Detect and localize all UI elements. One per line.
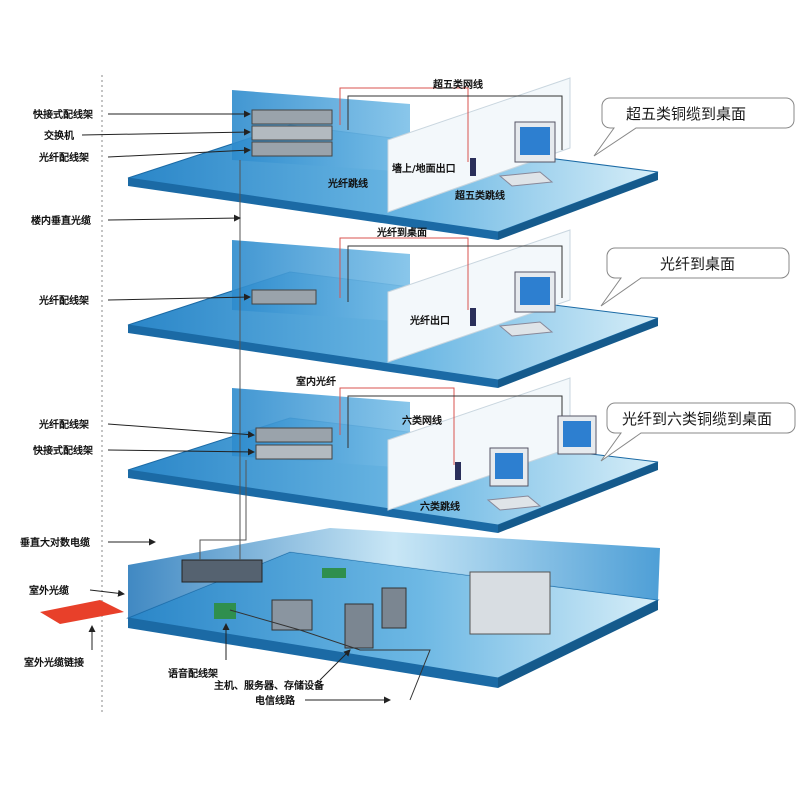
monitor-screen-3b xyxy=(563,421,591,447)
server-rack-3 xyxy=(381,587,407,629)
label-telecom-line: 电信线路 xyxy=(255,694,296,707)
callout-text-fiber-to-desk: 光纤到桌面 xyxy=(660,255,735,273)
switch-device xyxy=(251,125,333,141)
keyboard-device-1 xyxy=(498,171,554,187)
label-fiber-patch-panel-3: 光纤配线架 xyxy=(38,418,89,431)
cat5e-cable-line-1 xyxy=(339,87,469,162)
label-voice-patch-panel: 语音配线架 xyxy=(168,667,218,680)
floor-2-slab-edge xyxy=(128,325,498,388)
floor-2-wall-back xyxy=(232,240,410,322)
quick-patch-panel-device-2 xyxy=(255,444,333,460)
wall-floor-outlet-device-1 xyxy=(470,158,476,176)
storage-cabinet xyxy=(469,571,551,635)
callout-bubble-1 xyxy=(593,97,795,157)
monitor-screen-2 xyxy=(520,277,550,305)
room-floor-edge xyxy=(128,618,498,688)
floor-2 xyxy=(127,229,659,388)
floor-3-slab-edge-right xyxy=(498,462,658,533)
label-quick-patch-panel-1: 快接式配线架 xyxy=(32,108,93,121)
floor-2-partition xyxy=(387,229,571,363)
quick-patch-panel-device-1 xyxy=(251,109,333,125)
floor-3 xyxy=(127,377,659,533)
floor-1-slab-edge xyxy=(128,178,498,240)
label-quick-patch-panel-2: 快接式配线架 xyxy=(32,444,93,457)
room-patch-device xyxy=(181,559,263,583)
monitor-screen-1 xyxy=(520,127,550,155)
label-fiber-outlet: 光纤出口 xyxy=(409,314,450,327)
floor-2-slab-edge-right xyxy=(498,318,658,388)
keyboard-device-3 xyxy=(486,495,542,511)
label-cat6-cable: 六类网线 xyxy=(402,414,442,427)
callout-fiber-to-desk: 光纤到桌面 xyxy=(600,247,790,307)
label-host-server-storage: 主机、服务器、存储设备 xyxy=(214,679,325,692)
label-outdoor-fiber: 室外光缆 xyxy=(29,584,69,597)
room-back-wall xyxy=(128,528,660,618)
equipment-room xyxy=(126,528,660,701)
label-fiber-jumper: 光纤跳线 xyxy=(327,177,368,190)
fiber-patch-panel-device-1 xyxy=(251,141,333,157)
label-fiber-patch-panel-1: 光纤配线架 xyxy=(38,151,89,164)
cat6-outlet-device xyxy=(455,462,461,480)
keyboard-device-2 xyxy=(498,321,554,337)
arrow-building-vertical-fiber xyxy=(107,214,241,222)
label-outdoor-fiber-link: 室外光缆链接 xyxy=(24,656,84,669)
monitor-screen-3a xyxy=(495,453,523,479)
callout-fiber-to-cat6-copper-to-desk: 光纤到六类铜缆到桌面 xyxy=(600,402,796,462)
callout-text-cat5e-copper-to-desk: 超五类铜缆到桌面 xyxy=(626,105,746,123)
arrow-fiber-patch-panel-1 xyxy=(107,146,251,158)
fiber-patch-panel-device-2 xyxy=(251,289,317,305)
callout-cat5e-copper-to-desk: 超五类铜缆到桌面 xyxy=(593,97,795,157)
floor-1-partition xyxy=(387,77,571,213)
arrow-switch xyxy=(81,128,251,136)
arrow-fiber-patch-panel-2 xyxy=(107,293,251,301)
arrow-host-server-storage xyxy=(319,649,351,681)
indoor-fiber-line xyxy=(339,387,455,465)
callout-text-fiber-to-cat6-copper-to-desk: 光纤到六类铜缆到桌面 xyxy=(622,410,772,428)
arrow-quick-patch-panel-2 xyxy=(107,448,255,456)
voice-patch-panel-device xyxy=(214,603,236,619)
arrow-fiber-patch-panel-3 xyxy=(107,423,255,439)
label-fiber-to-desk: 光纤到桌面 xyxy=(376,226,427,239)
label-fiber-patch-panel-2: 光纤配线架 xyxy=(38,294,89,307)
label-vertical-large-pair-cable: 垂直大对数电缆 xyxy=(20,536,90,549)
room-green-panel xyxy=(322,568,346,578)
floor-1 xyxy=(127,77,659,240)
fiber-outlet-device xyxy=(470,308,476,326)
fiber-patch-panel-device-3 xyxy=(255,427,333,443)
fiber-to-desk-line xyxy=(339,237,469,310)
floor-1-slab-edge-right xyxy=(498,172,658,240)
vertical-large-pair-line xyxy=(199,460,247,560)
server-rack-1 xyxy=(271,599,313,631)
label-building-vertical-fiber: 楼内垂直光缆 xyxy=(31,214,91,227)
arrow-outdoor-fiber xyxy=(89,589,125,597)
outdoor-fiber-pad xyxy=(40,600,124,624)
room-floor-edge-right xyxy=(498,600,658,688)
label-switch: 交换机 xyxy=(44,129,74,142)
label-cat5e-jumper: 超五类跳线 xyxy=(454,189,505,202)
fiber-to-desk-line-b xyxy=(347,245,563,302)
server-rack-2 xyxy=(344,603,374,649)
callout-bubble-2 xyxy=(600,247,790,307)
floor-3-slab-edge xyxy=(128,470,498,533)
label-wall-floor-outlet: 墙上/地面出口 xyxy=(392,162,456,175)
label-indoor-fiber: 室内光纤 xyxy=(296,375,336,388)
label-cat6-jumper: 六类跳线 xyxy=(420,500,460,513)
room-cable-loop xyxy=(229,609,431,701)
cat5e-cable-line-1b xyxy=(347,95,563,150)
label-cat5e-cable: 超五类网线 xyxy=(432,78,483,91)
callout-bubble-3 xyxy=(600,402,796,462)
